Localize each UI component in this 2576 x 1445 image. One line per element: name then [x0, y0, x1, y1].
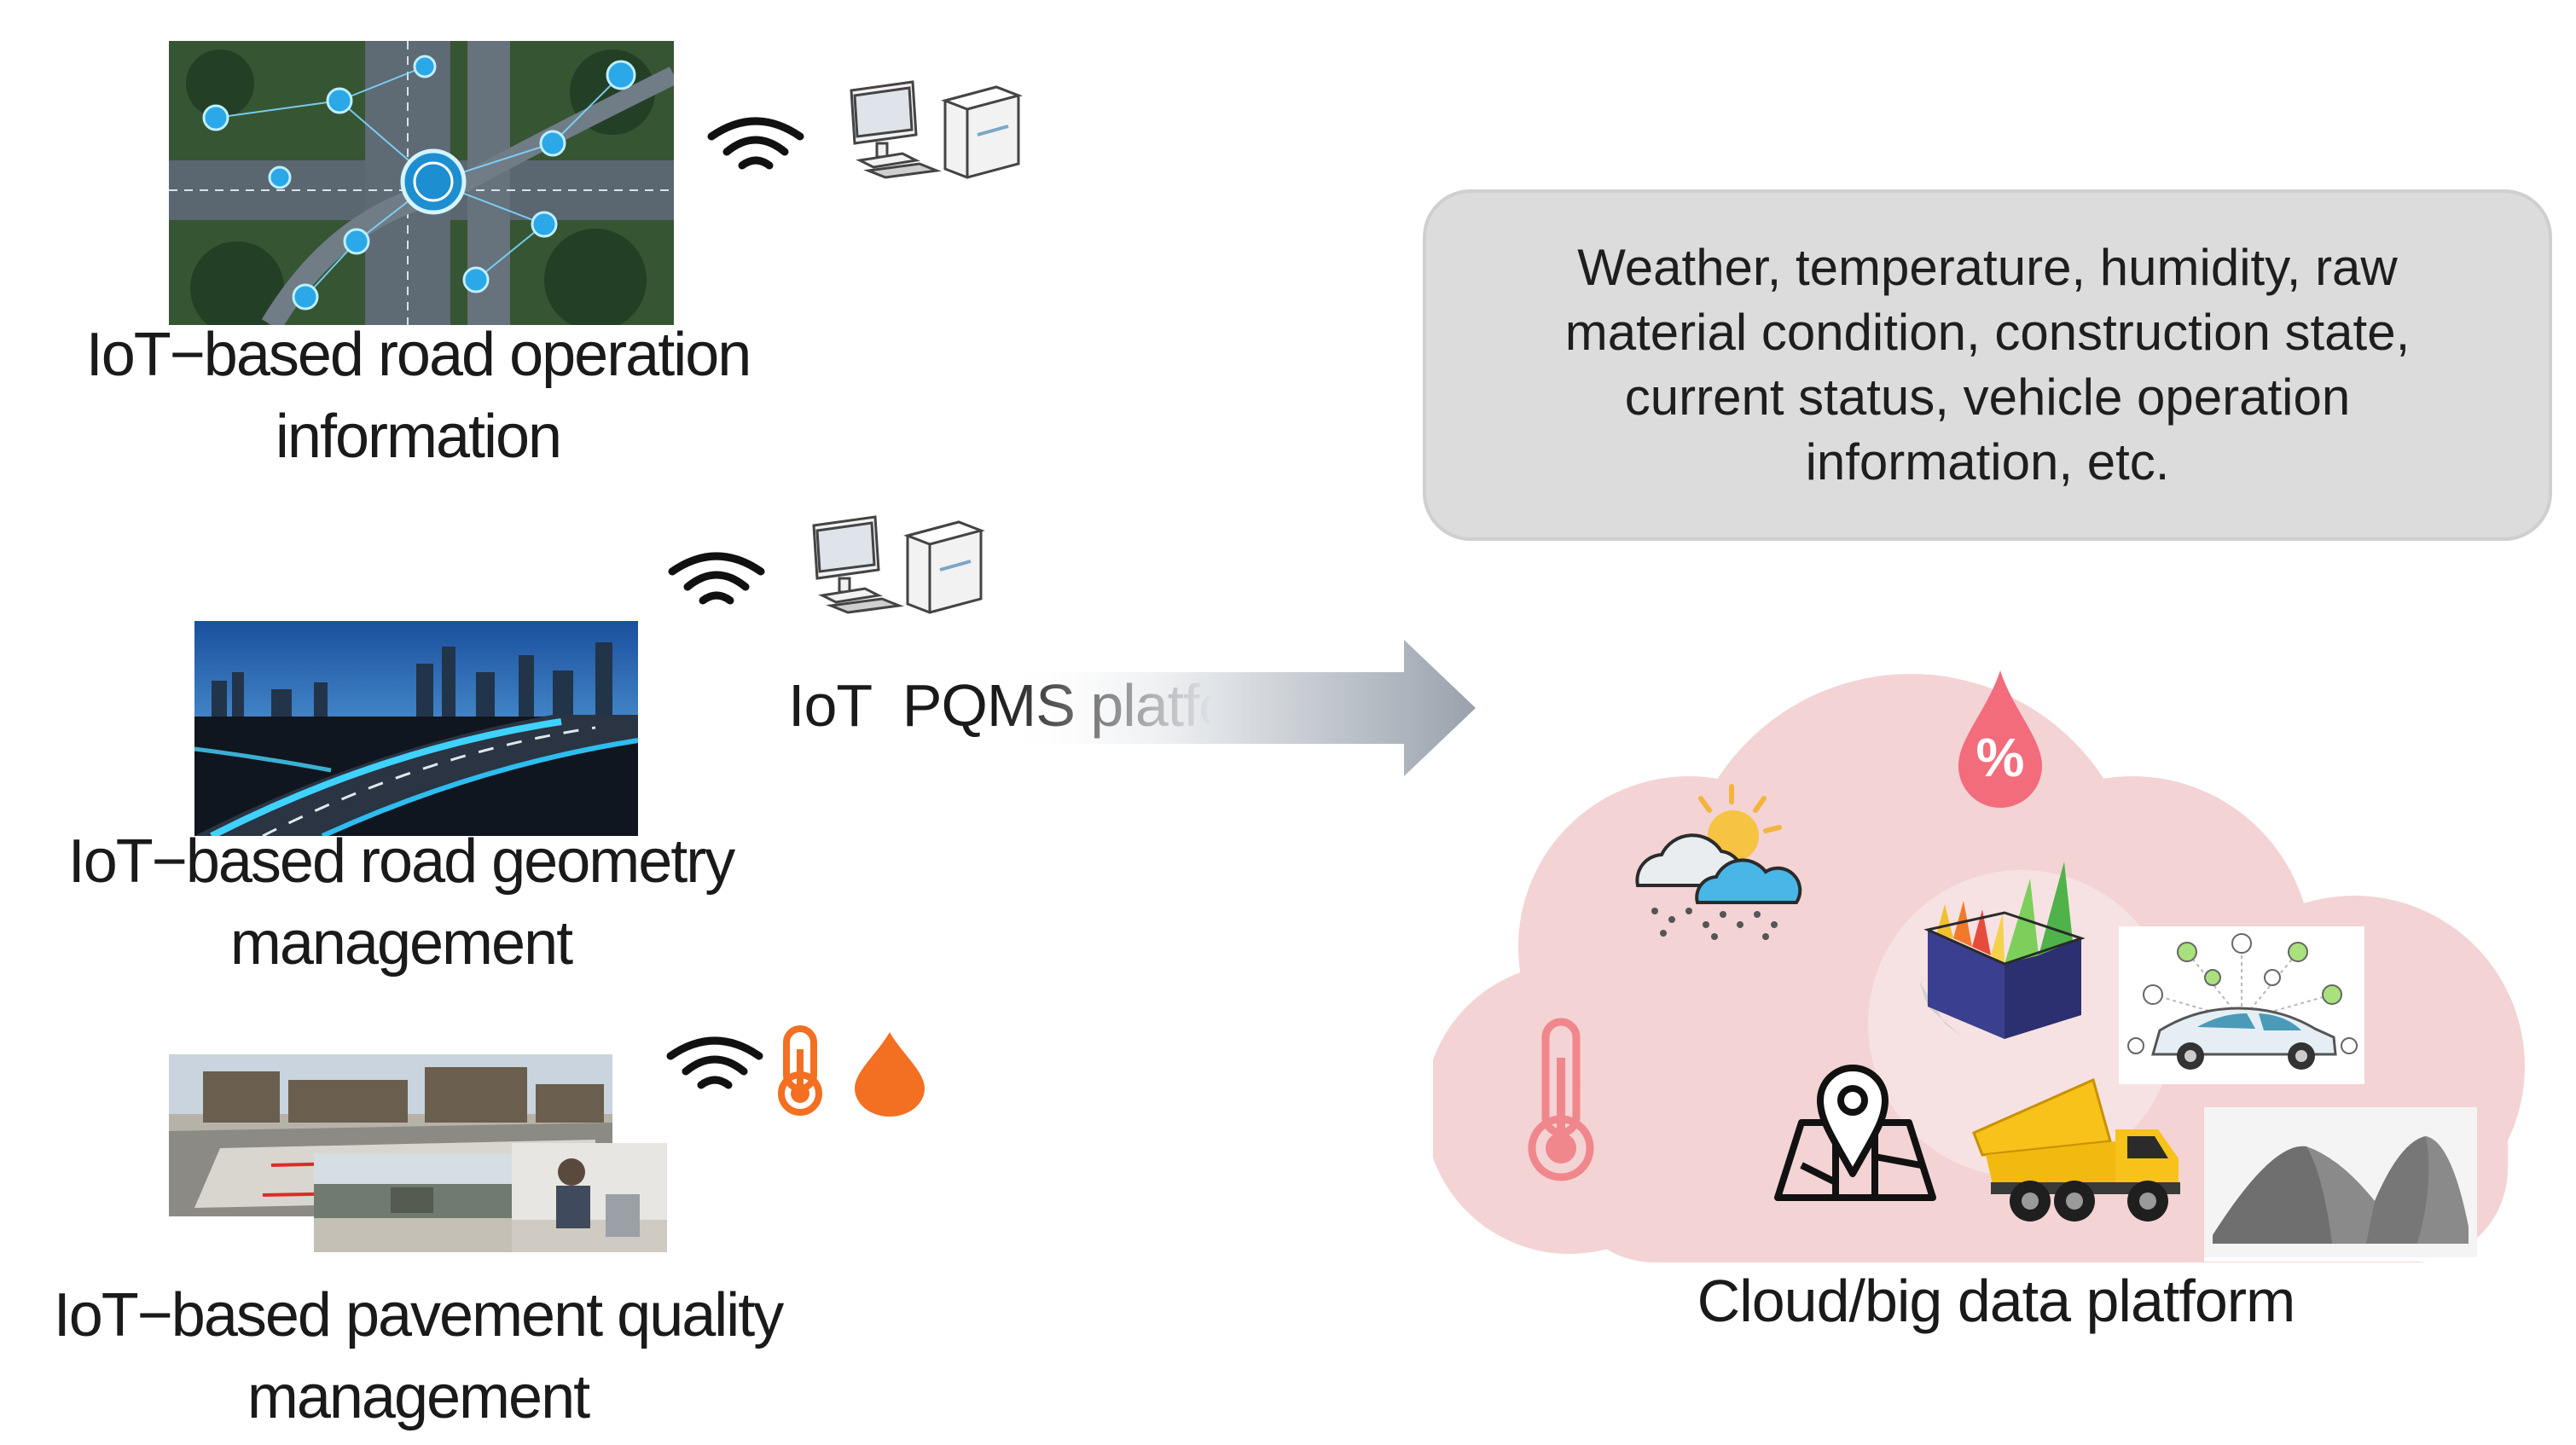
wifi-icon	[705, 113, 807, 177]
computer-icon	[834, 75, 1027, 190]
humidity-percent-label: %	[1976, 727, 2025, 788]
map-location-icon	[1767, 1054, 1943, 1212]
thermometer-icon	[766, 1024, 834, 1122]
pavement-quality-caption: IoT−based pavement quality management	[34, 1274, 802, 1438]
humidity-drop-icon	[1953, 667, 2047, 816]
caption-line: management	[247, 1363, 590, 1431]
road-geometry-caption: IoT−based road geometry management	[17, 821, 785, 984]
dump-truck-icon	[1965, 1073, 2187, 1231]
material-bin-icon	[1894, 853, 2090, 1053]
cloud-platform-label: Cloud/big data platform	[1697, 1268, 2296, 1334]
caption-line: IoT−based pavement quality	[53, 1281, 785, 1349]
caption-line: IoT−based road geometry	[67, 827, 736, 896]
computer-icon	[797, 510, 989, 625]
caption-line: information	[275, 403, 562, 471]
road-operation-caption: IoT−based road operation information	[34, 314, 802, 478]
road-geometry-photo	[194, 621, 638, 836]
aggregate-pile-image	[2204, 1107, 2477, 1262]
pavement-photo	[314, 1153, 515, 1252]
road-operation-photo	[169, 41, 674, 325]
weather-cloud-sun-icon	[1621, 783, 1808, 949]
connected-car-icon	[2119, 926, 2364, 1084]
caption-line: IoT−based road operation	[85, 321, 752, 389]
water-drop-icon	[850, 1029, 930, 1122]
pavement-photo	[512, 1143, 667, 1252]
wifi-icon	[664, 1032, 766, 1096]
data-types-box: Weather, temperature, humidity, raw mate…	[1423, 189, 2552, 541]
caption-line: management	[229, 909, 573, 978]
right-arrow-icon	[998, 640, 1476, 781]
wifi-icon	[665, 548, 768, 612]
data-types-text: Weather, temperature, humidity, raw mate…	[1564, 239, 2411, 490]
thermometer-icon	[1518, 1015, 1604, 1190]
